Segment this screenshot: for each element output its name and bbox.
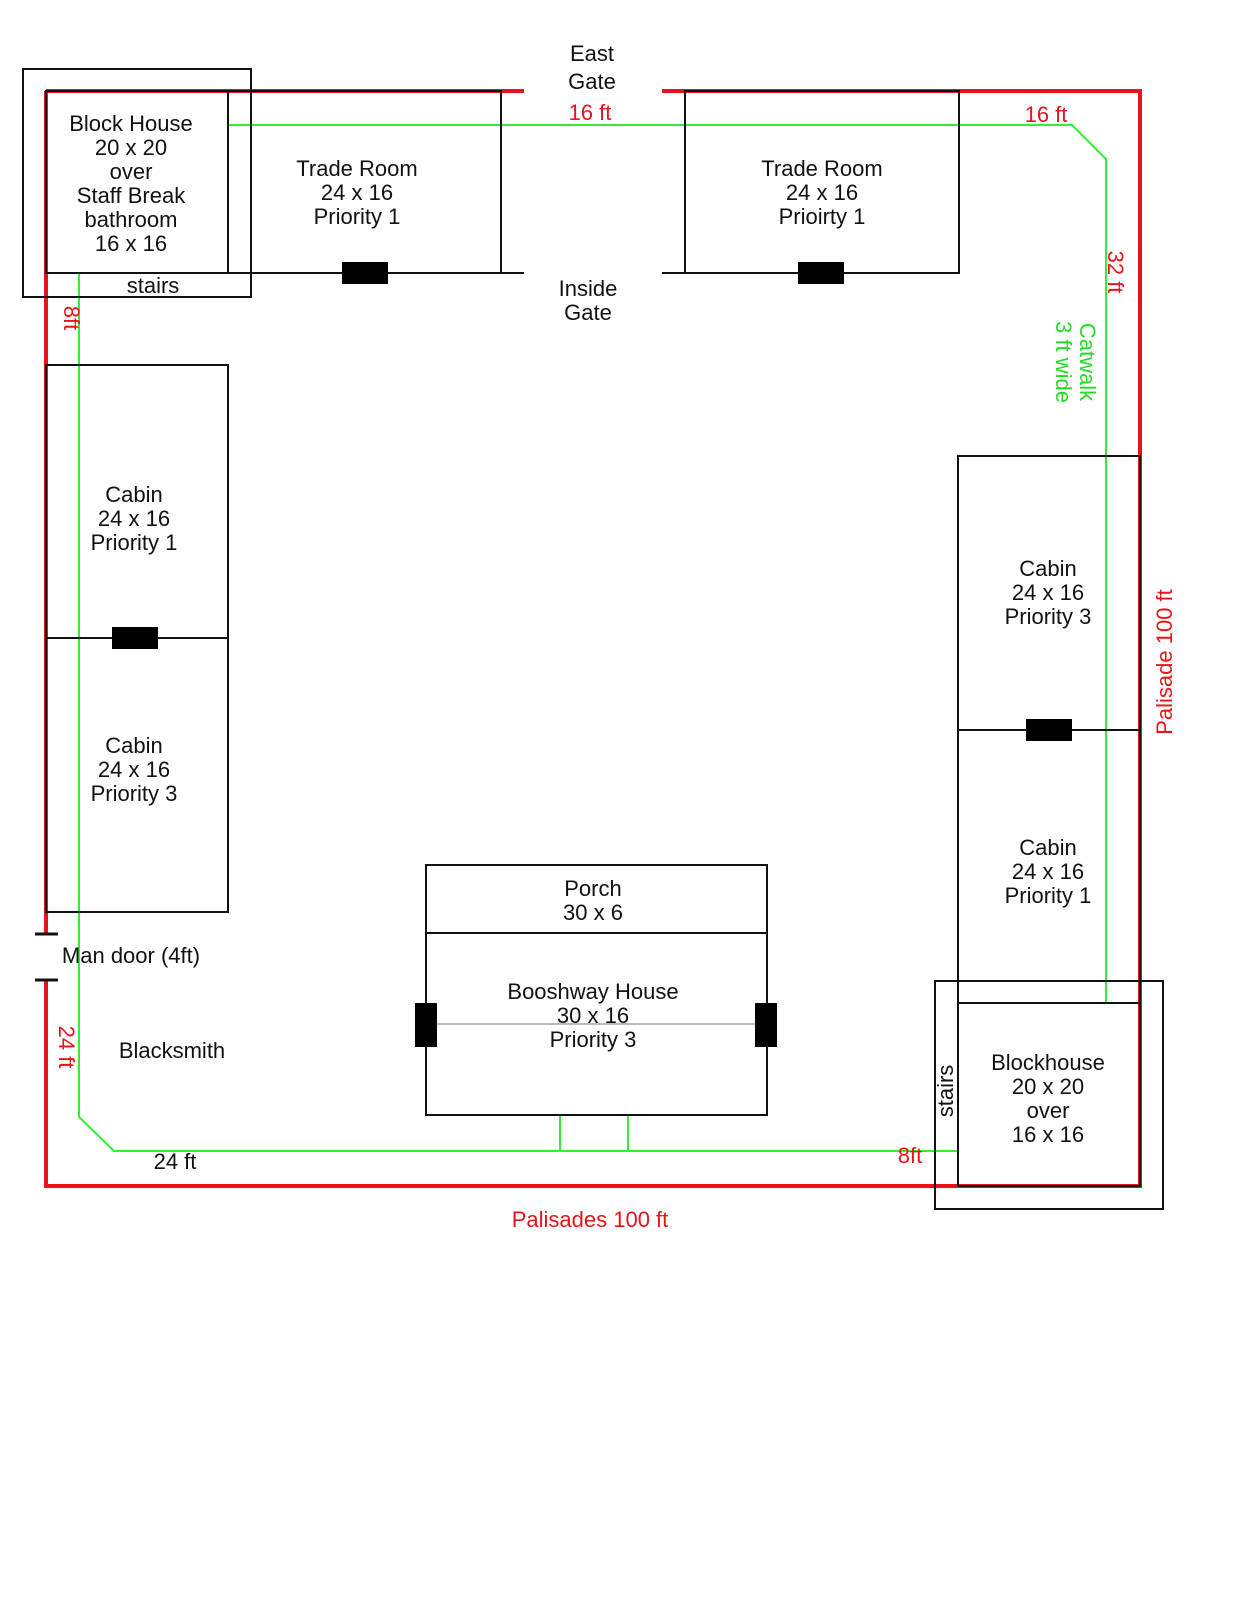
label: 24 x 16: [321, 180, 393, 205]
cabins-east: Cabin 24 x 16 Priority 3 Cabin 24 x 16 P…: [957, 455, 1141, 1004]
label: 24 ft: [54, 1026, 79, 1069]
label: Blockhouse: [991, 1050, 1105, 1075]
booshway-house: Porch 30 x 6 Booshway House 30 x 16 Prio…: [415, 864, 777, 1116]
label: Priority 3: [550, 1027, 637, 1052]
chimney: [755, 1003, 777, 1047]
label: bathroom: [85, 207, 178, 232]
chimney: [415, 1003, 437, 1047]
svg-text:Staff Break: Staff Break: [77, 183, 186, 208]
label: 16 x 16: [1012, 1122, 1084, 1147]
label: Cabin: [105, 733, 162, 758]
label: Priority 1: [1005, 883, 1092, 908]
label: over: [110, 159, 153, 184]
label: Cabin: [105, 482, 162, 507]
chimney: [342, 262, 388, 284]
label: 30 x 6: [563, 900, 623, 925]
label: 16 ft: [1025, 102, 1068, 127]
label: Priority 1: [91, 530, 178, 555]
label: Cabin: [1019, 556, 1076, 581]
label: Staff Break: [77, 183, 186, 208]
stairs-label: stairs: [933, 1065, 958, 1118]
label: 3 ft wide: [1051, 321, 1076, 403]
label: 24 x 16: [1012, 580, 1084, 605]
svg-text:Block House: Block House: [69, 111, 193, 136]
catwalk: [78, 124, 1107, 1152]
label: 24 x 16: [1012, 859, 1084, 884]
svg-text:16 x 16: 16 x 16: [95, 231, 167, 256]
label: Priority 3: [91, 781, 178, 806]
label: Priority 1: [314, 204, 401, 229]
label: 24 x 16: [786, 180, 858, 205]
label: 8ft: [59, 306, 84, 330]
chimney: [798, 262, 844, 284]
label: Gate: [568, 69, 616, 94]
label: 20 x 20: [1012, 1074, 1084, 1099]
label: over: [1027, 1098, 1070, 1123]
chimney: [1026, 719, 1072, 741]
label: 32 ft: [1103, 251, 1128, 294]
chimney: [112, 627, 158, 649]
label: Prioirty 1: [779, 204, 866, 229]
label: 30 x 16: [557, 1003, 629, 1028]
label: 8ft: [898, 1143, 922, 1168]
label: Porch: [564, 876, 621, 901]
man-door: [35, 932, 58, 982]
label: Gate: [564, 300, 612, 325]
svg-text:20 x 20: 20 x 20: [95, 135, 167, 160]
label: Cabin: [1019, 835, 1076, 860]
trade-room-2: Trade Room 24 x 16 Prioirty 1: [684, 90, 960, 284]
stairs-label: stairs: [127, 273, 180, 298]
man-door-label: Man door (4ft): [62, 943, 200, 968]
label: Block House: [69, 111, 193, 136]
east-gate-label: East: [570, 41, 614, 66]
inside-gate-label: Inside: [559, 276, 618, 301]
label: Trade Room: [296, 156, 417, 181]
label: Booshway House: [507, 979, 678, 1004]
trade-room-1: Trade Room 24 x 16 Priority 1: [227, 90, 502, 284]
cabins-west: Cabin 24 x 16 Priority 1 Cabin 24 x 16 P…: [45, 364, 229, 913]
label: 24 ft: [154, 1149, 197, 1174]
label: Palisade 100 ft: [1152, 589, 1177, 735]
blockhouse-se: Blockhouse 20 x 20 over 16 x 16 stairs: [933, 980, 1164, 1210]
label: Trade Room: [761, 156, 882, 181]
label: 24 x 16: [98, 506, 170, 531]
label: 16 x 16: [95, 231, 167, 256]
label: 16 ft: [569, 100, 612, 125]
label: Catwalk: [1075, 323, 1100, 402]
label: Palisades 100 ft: [512, 1207, 669, 1232]
blockhouse-nw: Block House 20 x 20 over Staff Break bat…: [22, 68, 252, 298]
label: 24 x 16: [98, 757, 170, 782]
svg-text:bathroom: bathroom: [85, 207, 178, 232]
label: Priority 3: [1005, 604, 1092, 629]
svg-text:over: over: [110, 159, 153, 184]
label: 20 x 20: [95, 135, 167, 160]
blacksmith-label: Blacksmith: [119, 1038, 225, 1063]
